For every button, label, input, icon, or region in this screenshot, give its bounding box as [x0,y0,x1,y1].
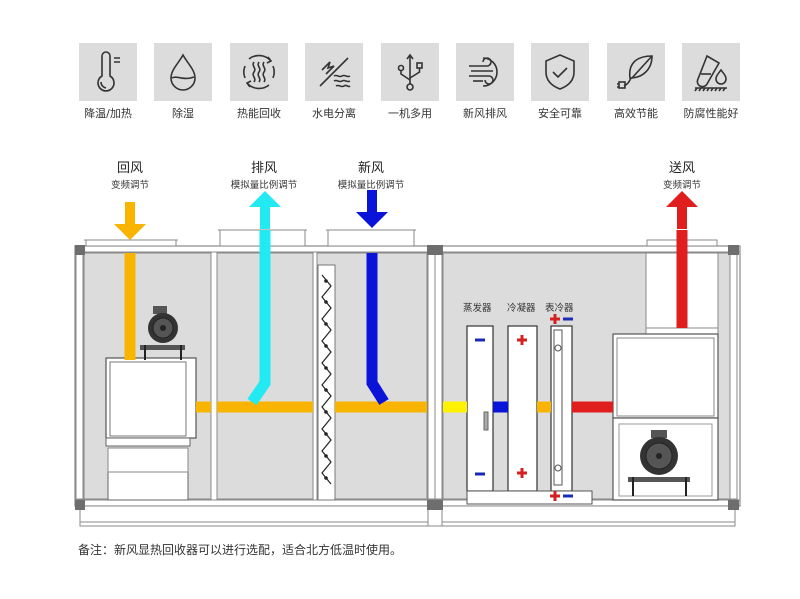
supply-air-title: 送风 [668,161,695,176]
anti-corrosion-icon [682,43,740,101]
wind-icon [456,43,514,101]
feature-label: 安全可靠 [538,107,582,120]
evaporator-minus-bottom-icon [475,472,485,476]
feature-label: 新风排风 [463,107,507,120]
exhaust-air-path [247,230,271,406]
footnote: 备注：新风显热回收器可以进行选配，适合北方低温时使用。 [78,543,403,557]
usb-multi-use-icon [381,43,439,101]
fresh-air-damper [317,264,336,501]
feature-label: 降温/加热 [84,107,132,120]
feature-multi-use: 一机多用 [380,43,440,121]
feature-water-electric: 水电分离 [304,43,364,121]
fresh-air-arrow [356,190,388,228]
surface-cooler-label: 表冷器 [545,303,574,314]
surface-cooler-coil [550,325,573,492]
surface-cooler-plus-top-icon [550,314,560,324]
return-air-title: 回风 [116,161,143,176]
feature-label: 除湿 [172,107,194,120]
feature-safe-reliable: 安全可靠 [530,43,590,121]
feature-dehumidify: 除湿 [153,43,213,121]
air-flows [114,190,698,413]
return-air-label: 回风 变频调节 [70,157,190,191]
leaf-plug-icon [607,43,665,101]
surface-cooler-minus-top-icon [563,317,573,321]
frame-corners [75,245,739,510]
thermometer-icon [79,43,137,101]
evaporator-coil [466,325,494,492]
feature-fresh-exhaust: 新风排风 [455,43,515,121]
drain-pan-plus-icon [550,491,560,501]
supply-fan-unit [612,333,719,501]
return-fan-motor-icon [140,306,185,360]
feature-label: 一机多用 [388,107,432,120]
fresh-air-subtitle: 模拟量比例调节 [337,180,405,191]
supply-fan-motor-icon [628,430,690,496]
feature-label: 防腐性能好 [683,107,739,120]
fresh-air-title: 新风 [357,161,384,176]
coil-drain-pan [466,490,593,505]
return-fan-unit [105,357,197,501]
supply-air-label: 送风 变频调节 [622,157,742,191]
feature-icon-row: 降温/加热 除湿 热能回收 水电分离 一机多用 新风排风 安全可靠 [0,0,800,130]
water-drop-icon [154,43,212,101]
drain-pan-minus-icon [563,494,573,498]
feature-heat-recovery: 热能回收 [229,43,289,121]
duct-flanges [84,229,718,247]
feature-label: 水电分离 [312,107,356,120]
evaporator-minus-top-icon [475,338,485,342]
water-electric-separation-icon [305,43,363,101]
shield-check-icon [531,43,589,101]
condenser-label: 冷凝器 [507,303,536,314]
exhaust-air-subtitle: 模拟量比例调节 [230,180,298,191]
feature-cooling-heating: 降温/加热 [78,43,138,121]
exhaust-air-label: 排风 模拟量比例调节 [204,157,324,191]
evaporator-label: 蒸发器 [463,303,492,314]
fresh-air-path [366,253,389,405]
condenser-plus-bottom-icon [517,468,527,478]
right-post [729,252,738,500]
return-air-subtitle: 变频调节 [110,180,149,191]
condenser-plus-top-icon [517,335,527,345]
return-air-arrow [114,202,146,240]
feature-energy-saving: 高效节能 [606,43,666,121]
heat-recovery-icon [230,43,288,101]
exhaust-air-arrow [249,191,281,229]
feature-anti-corrosion: 防腐性能好 [681,43,741,121]
left-post [75,252,84,500]
condenser-coil [507,325,538,492]
supply-air-arrow [666,191,698,229]
feature-label: 热能回收 [237,107,281,120]
fresh-air-label: 新风 模拟量比例调节 [311,157,431,191]
supply-air-subtitle: 变频调节 [662,180,701,191]
middle-post [427,252,443,527]
exhaust-air-title: 排风 [250,161,277,176]
feature-label: 高效节能 [614,107,658,120]
coil-signs [475,314,573,501]
